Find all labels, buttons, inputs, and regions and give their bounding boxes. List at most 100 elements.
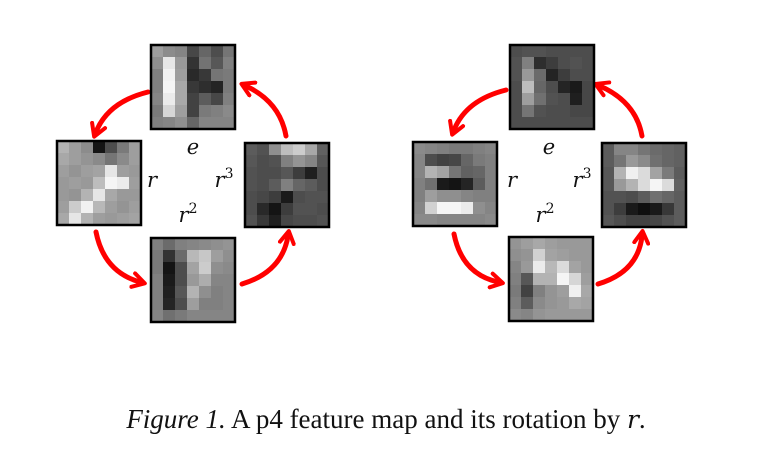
feature-map-cell [129,153,141,165]
feature-map-cell [674,191,686,203]
feature-map-cell [546,57,558,69]
r2-rotation-map [149,236,237,324]
feature-map-cell [638,155,650,167]
feature-map-cell [582,69,594,81]
feature-map-cell [257,155,269,167]
feature-map-cell [223,310,235,322]
feature-map-cell [175,274,187,286]
feature-map-cell [437,166,449,178]
feature-map-cell [510,57,522,69]
feature-map-border [149,43,237,131]
feature-map-cell [57,177,69,189]
feature-map-cell [662,143,674,155]
feature-map-cell [317,179,329,191]
feature-map-cell [69,201,81,213]
feature-map-cell [425,190,437,202]
feature-map-cell [570,69,582,81]
feature-map-cell [662,155,674,167]
feature-map-cell [522,57,534,69]
feature-map-cell [151,310,163,322]
feature-map-cell [558,57,570,69]
feature-map-border [411,140,499,228]
feature-map-cell [317,155,329,167]
feature-map-cell [163,250,175,262]
feature-map-cell [175,81,187,93]
feature-map-cell [545,249,557,261]
feature-map-cell [437,178,449,190]
feature-map-cell [437,154,449,166]
feature-map-cell [533,285,545,297]
feature-map-cell [509,237,521,249]
feature-map-cell [117,189,129,201]
feature-map-cell [602,203,614,215]
feature-map-cell [223,298,235,310]
feature-map-cell [199,298,211,310]
feature-map-cell [269,155,281,167]
feature-map-cell [521,237,533,249]
feature-map-cell [602,215,614,227]
feature-map-cell [558,69,570,81]
feature-map-cell [93,165,105,177]
feature-map-cell [485,178,497,190]
feature-map-cell [546,117,558,129]
feature-map-cell [223,105,235,117]
feature-map-cell [569,309,581,321]
identity-map [149,43,237,131]
feature-map-cell [257,179,269,191]
feature-map-cell [570,105,582,117]
feature-map-cell [521,309,533,321]
feature-map-cell [557,261,569,273]
feature-map-cell [509,261,521,273]
feature-map-cell [211,105,223,117]
feature-map-cell [522,105,534,117]
feature-map-cell [81,189,93,201]
feature-map-border [149,236,237,324]
feature-map-cell [199,105,211,117]
r-label: r [147,168,159,192]
feature-map-cell [175,298,187,310]
feature-map-cell [293,167,305,179]
feature-map-cell [674,215,686,227]
feature-map-cell [117,153,129,165]
feature-map-cell [473,202,485,214]
feature-map-cell [305,167,317,179]
feature-map-cell [558,93,570,105]
feature-map-cell [558,45,570,57]
feature-map-cell [569,285,581,297]
feature-map-cell [437,142,449,154]
feature-map-cell [570,57,582,69]
feature-map-cell [485,166,497,178]
feature-map-cell [305,143,317,155]
feature-map-cell [105,165,117,177]
feature-map-cell [582,81,594,93]
feature-map-cell [614,215,626,227]
feature-map-cell [674,179,686,191]
feature-map-cell [449,166,461,178]
feature-map-cell [413,154,425,166]
feature-map-cell [437,214,449,226]
feature-map-cell [461,214,473,226]
feature-map-cell [69,213,81,225]
feature-map-cell [151,238,163,250]
feature-map-cell [545,237,557,249]
feature-map-cell [199,286,211,298]
feature-map-cell [650,143,662,155]
feature-map-cell [269,191,281,203]
feature-map-cell [674,203,686,215]
feature-map-cell [57,213,69,225]
feature-map-cell [223,81,235,93]
feature-map-cell [199,238,211,250]
feature-map-cell [175,310,187,322]
feature-map-border [507,235,595,323]
feature-map-cell [117,165,129,177]
feature-map-cell [245,215,257,227]
feature-map-cell [93,201,105,213]
feature-map-cell [569,273,581,285]
feature-map-cell [175,105,187,117]
feature-map-cell [581,285,593,297]
feature-map-cell [534,57,546,69]
feature-map-cell [638,167,650,179]
feature-map-cell [521,273,533,285]
feature-map-cell [638,143,650,155]
feature-map-cell [245,155,257,167]
